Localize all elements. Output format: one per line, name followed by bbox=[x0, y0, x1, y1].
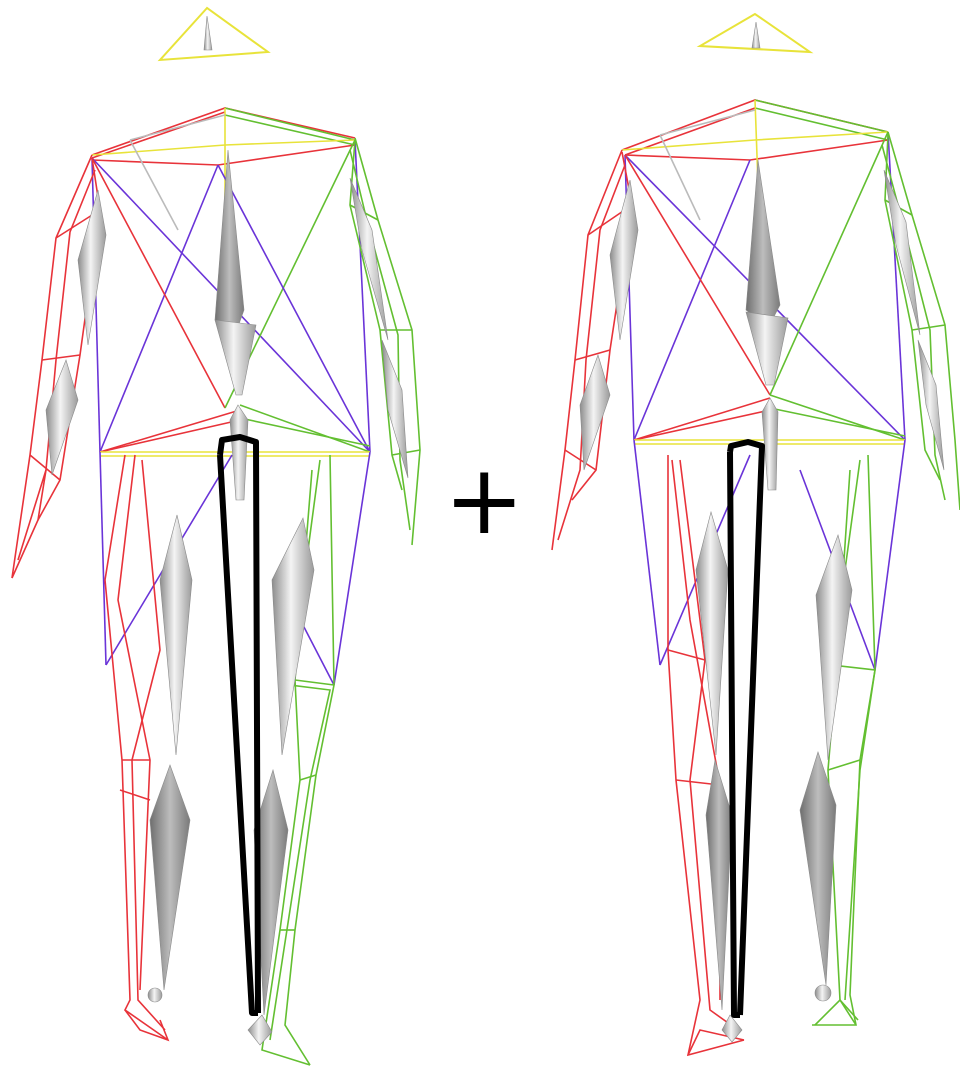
highlight-leg-outline bbox=[220, 437, 258, 1013]
pelvis-bone bbox=[230, 405, 248, 500]
spine-bone-upper bbox=[215, 150, 244, 335]
spine-bone-upper bbox=[746, 160, 780, 328]
head-bone bbox=[204, 16, 212, 50]
thigh-bone-right bbox=[160, 515, 192, 755]
pelvis-bone bbox=[762, 398, 778, 490]
foot-bone-left bbox=[248, 1015, 272, 1045]
foot-joint-left bbox=[815, 985, 831, 1001]
upper-arm-bone-left bbox=[884, 170, 920, 335]
highlight-leg-outline bbox=[730, 442, 762, 1015]
shin-bone-right bbox=[706, 760, 732, 1010]
shin-bone-right bbox=[150, 765, 190, 990]
foot-bone-right bbox=[722, 1015, 742, 1042]
shin-bone-left bbox=[800, 752, 836, 985]
left-arm bbox=[882, 132, 960, 510]
upper-arm-bone-right bbox=[78, 190, 106, 345]
forearm-bone-right bbox=[46, 360, 78, 475]
right-leg bbox=[105, 455, 168, 1040]
plus-operator: + bbox=[444, 440, 520, 560]
foot-joint-right bbox=[148, 988, 162, 1002]
head-bone bbox=[752, 22, 760, 48]
right-skeleton-figure bbox=[552, 14, 960, 1055]
right-arm bbox=[552, 150, 632, 550]
left-skeleton-figure bbox=[12, 8, 420, 1065]
upper-arm-bone-right bbox=[610, 180, 638, 340]
upper-arm-bone-left bbox=[350, 178, 388, 340]
thigh-bone-left bbox=[272, 518, 314, 755]
forearm-bone-left bbox=[382, 340, 408, 478]
bone-segments bbox=[580, 160, 944, 1042]
thigh-bone-right bbox=[696, 512, 728, 755]
head-marker bbox=[160, 8, 268, 60]
spine-bone-lower bbox=[746, 312, 788, 385]
left-arm bbox=[350, 138, 420, 545]
thigh-bone-left bbox=[816, 535, 852, 760]
forearm-bone-right bbox=[580, 355, 610, 470]
right-arm bbox=[12, 155, 100, 578]
